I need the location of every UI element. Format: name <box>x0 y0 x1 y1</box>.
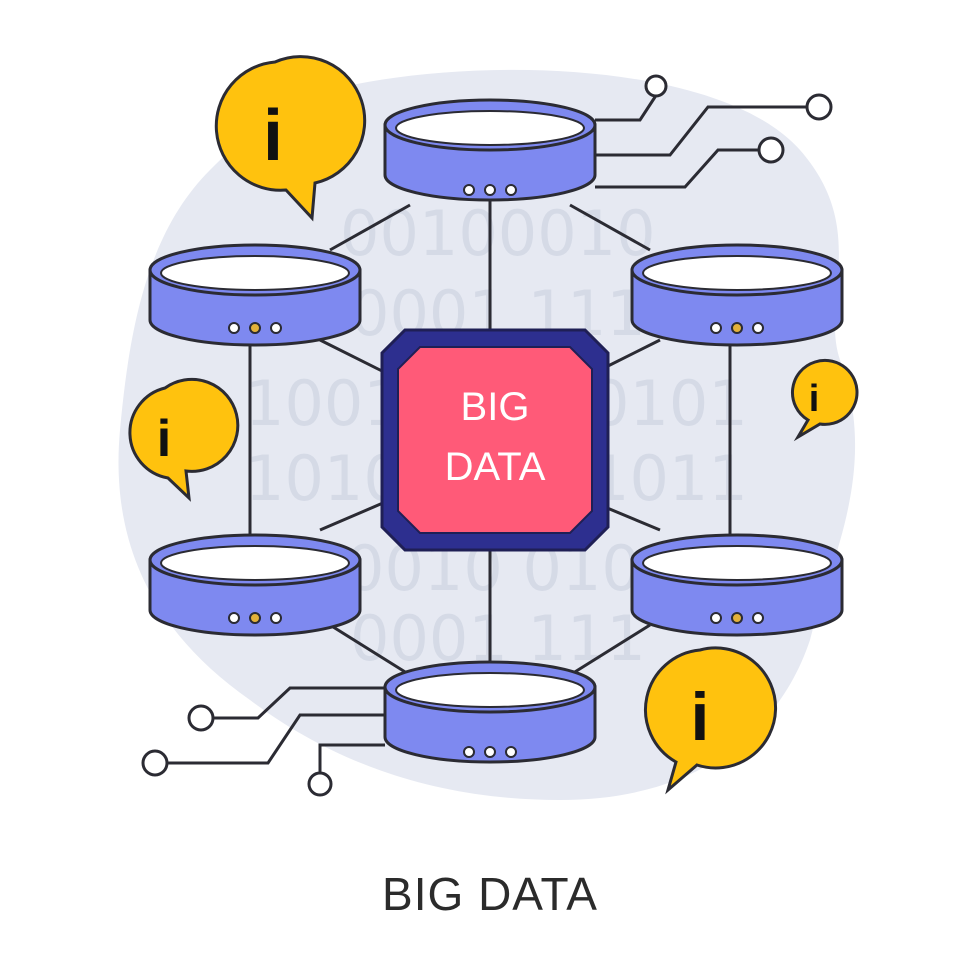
chip-label-line2: DATA <box>445 445 546 489</box>
caption-title: BIG DATA <box>382 868 598 920</box>
chip-icon: BIG DATA <box>380 328 610 552</box>
database-icon-top <box>383 98 597 202</box>
info-glyph: i <box>157 410 171 468</box>
binary-row-6: 1011 <box>590 442 748 515</box>
info-glyph: i <box>809 378 820 420</box>
circuit-icon-bottom <box>141 686 385 797</box>
database-icon-bottom <box>383 660 597 764</box>
info-bubble-icon-bottom-right: i <box>643 646 778 795</box>
circuit-icon-top <box>595 74 833 189</box>
info-bubble-icon-mid-right: i <box>790 358 859 442</box>
binary-row-1: 00100010 <box>340 197 656 270</box>
database-icon-lower-right <box>630 533 844 637</box>
chip-label-line1: BIG <box>461 385 530 429</box>
network-connections <box>248 200 732 690</box>
database-icon-upper-right <box>630 243 844 347</box>
info-glyph: i <box>691 679 710 755</box>
database-icon-upper-left <box>148 243 362 347</box>
binary-row-3: 1001 <box>245 367 403 440</box>
binary-row-4: 0101 <box>590 367 748 440</box>
binary-row-5: 1010 <box>245 442 403 515</box>
info-bubble-icon-top-left: i <box>214 55 367 222</box>
info-bubble-icon-mid-left: i <box>128 377 240 502</box>
database-icon-lower-left <box>148 533 362 637</box>
info-glyph: i <box>263 96 283 176</box>
